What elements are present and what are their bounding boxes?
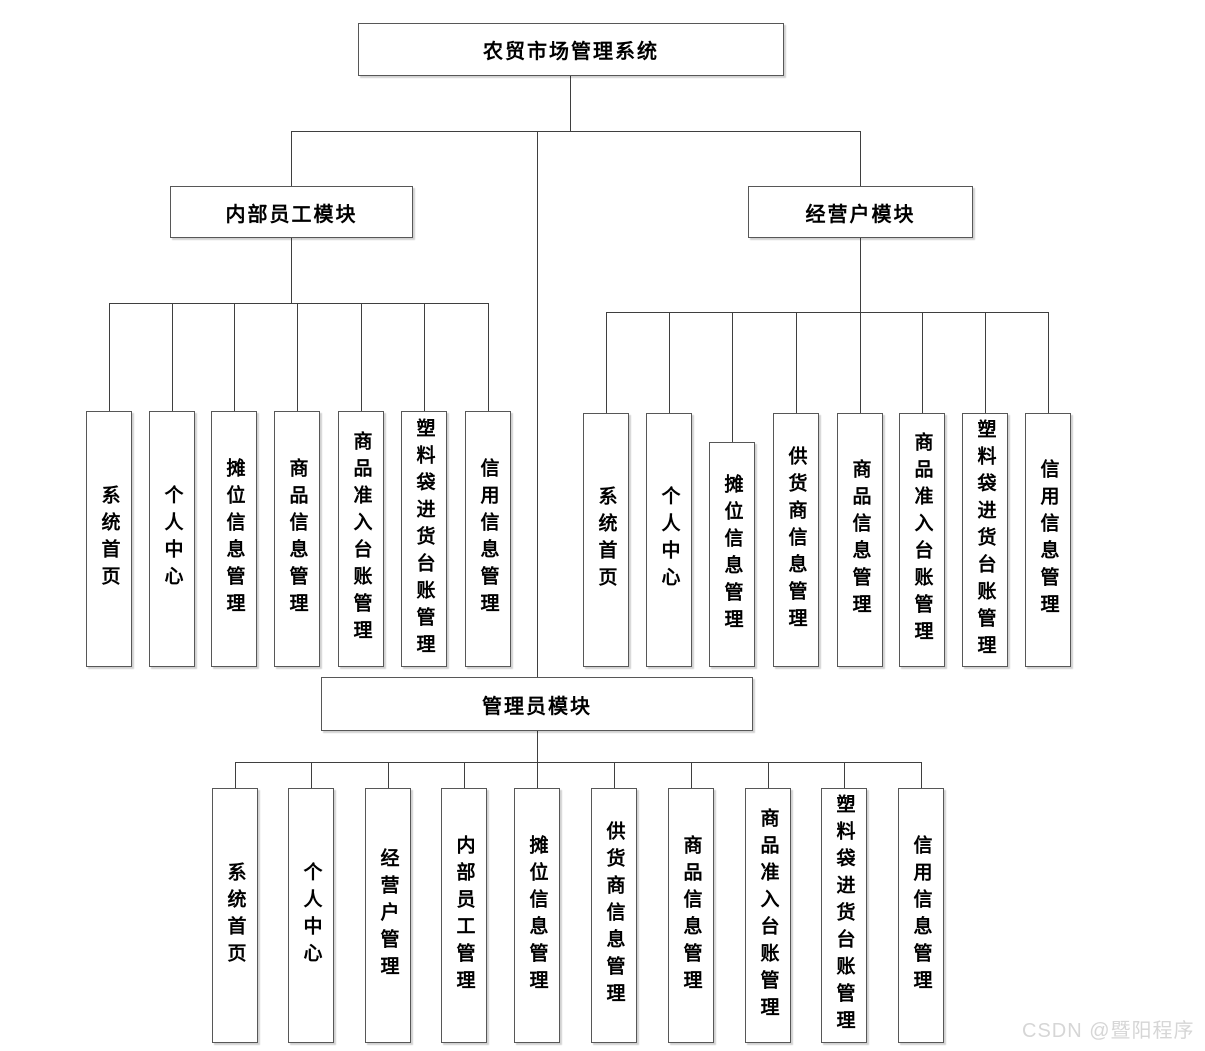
connector-line	[109, 303, 489, 304]
operator-leaf-4: 商品信息管理	[837, 413, 883, 667]
admin-leaf-1: 个人中心	[288, 788, 334, 1043]
staff-leaf-2: 摊位信息管理	[211, 411, 257, 667]
connector-line	[234, 303, 235, 411]
connector-line	[860, 131, 861, 186]
operator-leaf-6: 塑料袋进货台账管理	[962, 413, 1008, 667]
connector-line	[922, 312, 923, 413]
csdn-watermark: CSDN @暨阳程序	[1022, 1020, 1195, 1042]
staff-leaf-1: 个人中心	[149, 411, 195, 667]
connector-line	[921, 762, 922, 788]
operator-leaf-1: 个人中心	[646, 413, 692, 667]
admin-leaf-3: 内部员工管理	[441, 788, 487, 1043]
connector-line	[669, 312, 670, 413]
connector-line	[537, 762, 538, 788]
connector-line	[537, 731, 538, 762]
staff-leaf-5: 塑料袋进货台账管理	[401, 411, 447, 667]
connector-line	[768, 762, 769, 788]
connector-line	[424, 303, 425, 411]
connector-line	[691, 762, 692, 788]
staff-module-node: 内部员工模块	[170, 186, 413, 238]
connector-line	[844, 762, 845, 788]
operator-leaf-0: 系统首页	[583, 413, 629, 667]
admin-leaf-0: 系统首页	[212, 788, 258, 1043]
staff-leaf-4: 商品准入台账管理	[338, 411, 384, 667]
admin-leaf-9: 信用信息管理	[898, 788, 944, 1043]
admin-leaf-5: 供货商信息管理	[591, 788, 637, 1043]
connector-line	[614, 762, 615, 788]
connector-line	[291, 131, 861, 132]
connector-line	[860, 238, 861, 312]
admin-leaf-8: 塑料袋进货台账管理	[821, 788, 867, 1043]
root-node: 农贸市场管理系统	[358, 23, 784, 76]
connector-line	[488, 303, 489, 411]
admin-module-node: 管理员模块	[321, 677, 753, 731]
connector-line	[109, 303, 110, 411]
admin-leaf-7: 商品准入台账管理	[745, 788, 791, 1043]
operator-leaf-3: 供货商信息管理	[773, 413, 819, 667]
connector-line	[291, 238, 292, 303]
connector-line	[985, 312, 986, 413]
connector-line	[606, 312, 1049, 313]
admin-leaf-2: 经营户管理	[365, 788, 411, 1043]
connector-line	[570, 76, 571, 131]
connector-line	[606, 312, 607, 413]
connector-line	[235, 762, 922, 763]
operator-leaf-5: 商品准入台账管理	[899, 413, 945, 667]
connector-line	[291, 131, 292, 186]
connector-line	[537, 131, 538, 677]
connector-line	[235, 762, 236, 788]
connector-line	[172, 303, 173, 411]
connector-line	[464, 762, 465, 788]
connector-line	[388, 762, 389, 788]
admin-leaf-4: 摊位信息管理	[514, 788, 560, 1043]
staff-leaf-6: 信用信息管理	[465, 411, 511, 667]
connector-line	[796, 312, 797, 413]
admin-leaf-6: 商品信息管理	[668, 788, 714, 1043]
operator-module-node: 经营户模块	[748, 186, 973, 238]
connector-line	[297, 303, 298, 411]
staff-leaf-3: 商品信息管理	[274, 411, 320, 667]
connector-line	[361, 303, 362, 411]
operator-leaf-2: 摊位信息管理	[709, 442, 755, 667]
connector-line	[1048, 312, 1049, 413]
staff-leaf-0: 系统首页	[86, 411, 132, 667]
operator-leaf-7: 信用信息管理	[1025, 413, 1071, 667]
connector-line	[732, 312, 733, 442]
connector-line	[860, 312, 861, 413]
connector-line	[311, 762, 312, 788]
